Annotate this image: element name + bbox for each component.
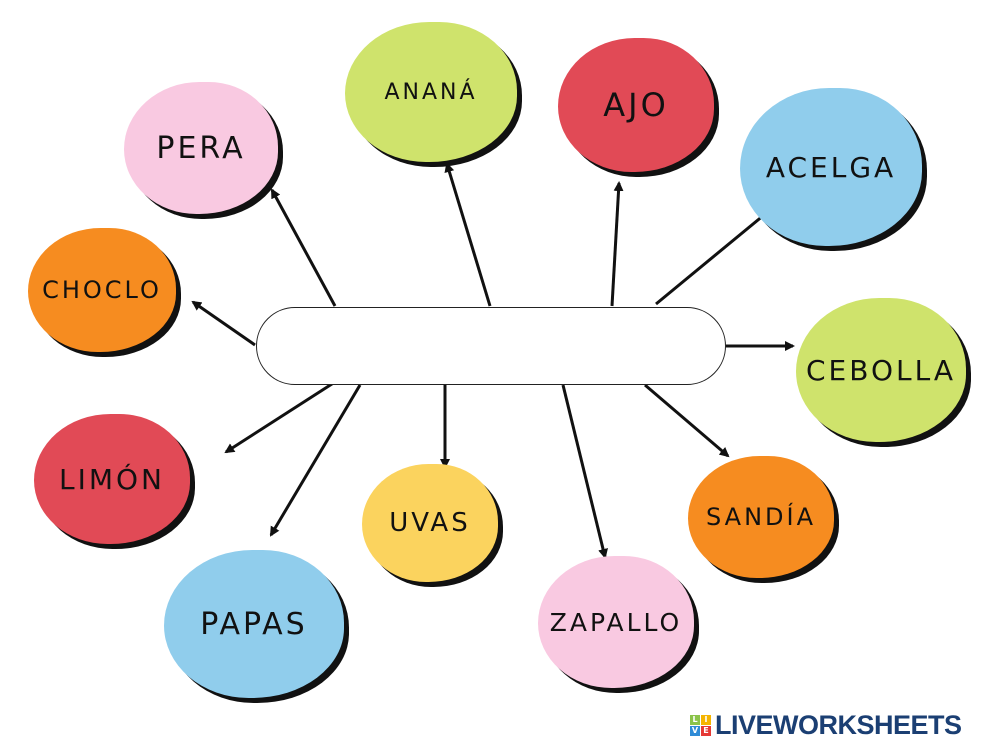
- node-pera: PERA: [124, 82, 278, 214]
- arrow-acelga: [655, 208, 772, 306]
- node-label: LIMÓN: [59, 462, 165, 496]
- arrow-sandia: [644, 383, 730, 458]
- node-cebolla: CEBOLLA: [796, 298, 966, 442]
- node-label: ANANÁ: [384, 79, 478, 105]
- node-label: PAPAS: [200, 606, 308, 642]
- arrow-pera: [270, 188, 337, 307]
- arrow-zapallo: [561, 384, 608, 559]
- arrow-anana: [444, 162, 492, 307]
- arrow-ajo: [610, 181, 624, 307]
- node-label: ZAPALLO: [549, 607, 683, 637]
- logo-letter: L: [690, 715, 700, 725]
- arrow-choclo: [191, 300, 256, 347]
- node-sandia: SANDÍA: [688, 456, 834, 578]
- node-label: AJO: [603, 86, 669, 124]
- node-label: ACELGA: [765, 150, 897, 184]
- node-label: CEBOLLA: [806, 353, 956, 387]
- node-label: PERA: [156, 130, 246, 166]
- logo-letter: I: [701, 715, 711, 725]
- logo-letter: E: [701, 726, 711, 736]
- node-choclo: CHOCLO: [28, 228, 176, 352]
- node-ajo: AJO: [558, 38, 714, 172]
- logo-mark-icon: L I V E: [690, 715, 711, 736]
- node-label: CHOCLO: [42, 276, 162, 304]
- center-answer-box[interactable]: [256, 307, 726, 385]
- liveworksheets-logo: L I V E LIVEWORKSHEETS: [690, 710, 962, 741]
- arrow-limon: [224, 380, 336, 454]
- node-label: SANDÍA: [705, 503, 817, 531]
- node-limon: LIMÓN: [34, 414, 190, 544]
- logo-text: LIVEWORKSHEETS: [715, 710, 962, 740]
- node-papas: PAPAS: [164, 550, 344, 698]
- node-uvas: UVAS: [362, 464, 498, 582]
- logo-letter: V: [690, 726, 700, 736]
- node-label: UVAS: [389, 508, 471, 538]
- node-anana: ANANÁ: [345, 22, 517, 162]
- arrow-papas: [269, 384, 362, 537]
- node-acelga: ACELGA: [740, 88, 922, 246]
- node-zapallo: ZAPALLO: [538, 556, 694, 688]
